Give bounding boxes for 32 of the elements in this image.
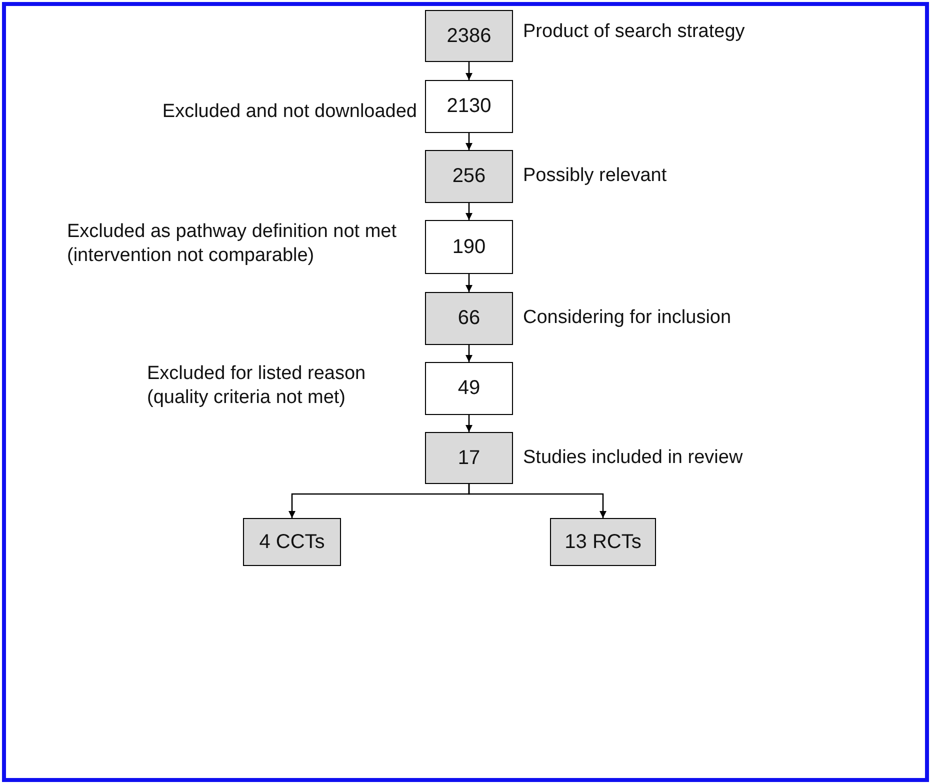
side-label: Excluded for listed reason (quality criteria not met): [147, 362, 367, 410]
process-box: [425, 292, 513, 345]
count-label: 49: [458, 377, 480, 400]
arrow: [466, 62, 472, 80]
process-box: [425, 150, 513, 203]
side-label: Studies included in review: [523, 446, 744, 470]
process-box: [550, 518, 656, 566]
count-label: 13 RCTs: [564, 530, 642, 554]
arrow: [466, 345, 472, 362]
process-box: [243, 518, 341, 566]
process-box: [425, 432, 513, 484]
side-label: Product of search strategy: [523, 20, 746, 44]
count-label: 2386: [446, 24, 492, 48]
count-label: 2130: [446, 95, 492, 118]
arrow: [466, 415, 472, 432]
process-box: [425, 362, 513, 415]
count-label: 66: [458, 307, 480, 330]
side-label: Excluded as pathway definition not met (intervention not comparable): [67, 220, 398, 268]
arrow: [466, 274, 472, 292]
process-box: [425, 10, 513, 62]
side-label: Considering for inclusion: [523, 306, 732, 330]
arrow: [468, 484, 606, 518]
count-label: 4 CCTs: [259, 530, 325, 554]
count-label: 17: [458, 446, 480, 470]
arrow: [466, 133, 472, 150]
count-label: 190: [452, 236, 486, 258]
side-label: Possibly relevant: [523, 164, 668, 188]
process-box: [425, 80, 513, 133]
arrow: [466, 203, 472, 220]
side-label: Excluded and not downloaded: [162, 100, 417, 124]
process-box: [425, 220, 513, 274]
count-label: 256: [452, 165, 486, 188]
